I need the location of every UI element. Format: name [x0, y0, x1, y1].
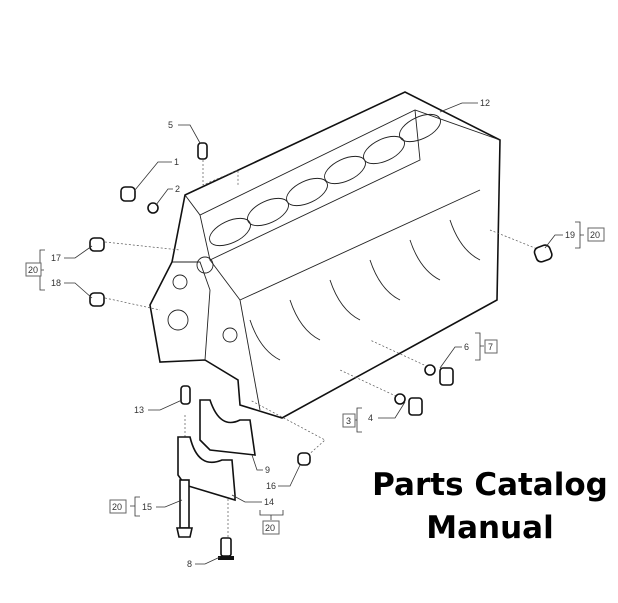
- part-19: [533, 244, 553, 263]
- callout-6: 6: [464, 342, 469, 352]
- callout-13: 13: [134, 405, 144, 415]
- title-line-1: Parts Catalog: [372, 467, 608, 503]
- part-4-plug: [408, 397, 423, 416]
- callout-17: 17: [51, 253, 61, 263]
- callout-2: 2: [175, 184, 180, 194]
- part-5: [197, 142, 208, 160]
- part-8: [220, 537, 232, 557]
- callout-box-7: 7: [488, 342, 493, 352]
- callout-15: 15: [142, 502, 152, 512]
- part-9: [199, 399, 256, 456]
- part-14: [177, 436, 236, 502]
- callout-18: 18: [51, 278, 61, 288]
- part-4-washer: [394, 393, 406, 405]
- part-1: [120, 186, 136, 202]
- callout-1: 1: [174, 157, 179, 167]
- callout-box-20-right: 20: [590, 230, 600, 240]
- part-17: [89, 237, 105, 252]
- callout-5: 5: [168, 120, 173, 130]
- part-15-bolt: [179, 479, 190, 529]
- part-18: [89, 292, 105, 307]
- callout-12: 12: [480, 98, 490, 108]
- part-16: [297, 452, 311, 466]
- part-2: [147, 202, 159, 214]
- callout-box-20-bottom: 20: [265, 523, 275, 533]
- engine-block-drawing: [149, 91, 501, 419]
- callout-4: 4: [368, 413, 373, 423]
- title-line-2: Manual: [426, 510, 554, 546]
- part-6-plug: [439, 367, 454, 386]
- callout-9: 9: [265, 465, 270, 475]
- callout-box-3: 3: [346, 416, 351, 426]
- cylinder-bores: [209, 113, 441, 247]
- part-6-washer: [424, 364, 436, 376]
- callout-box-20-bolt: 20: [112, 502, 122, 512]
- callout-14: 14: [264, 497, 274, 507]
- callout-16: 16: [266, 481, 276, 491]
- callout-19: 19: [565, 230, 575, 240]
- callout-8: 8: [187, 559, 192, 569]
- part-13: [180, 385, 191, 405]
- callout-box-20-left: 20: [28, 265, 38, 275]
